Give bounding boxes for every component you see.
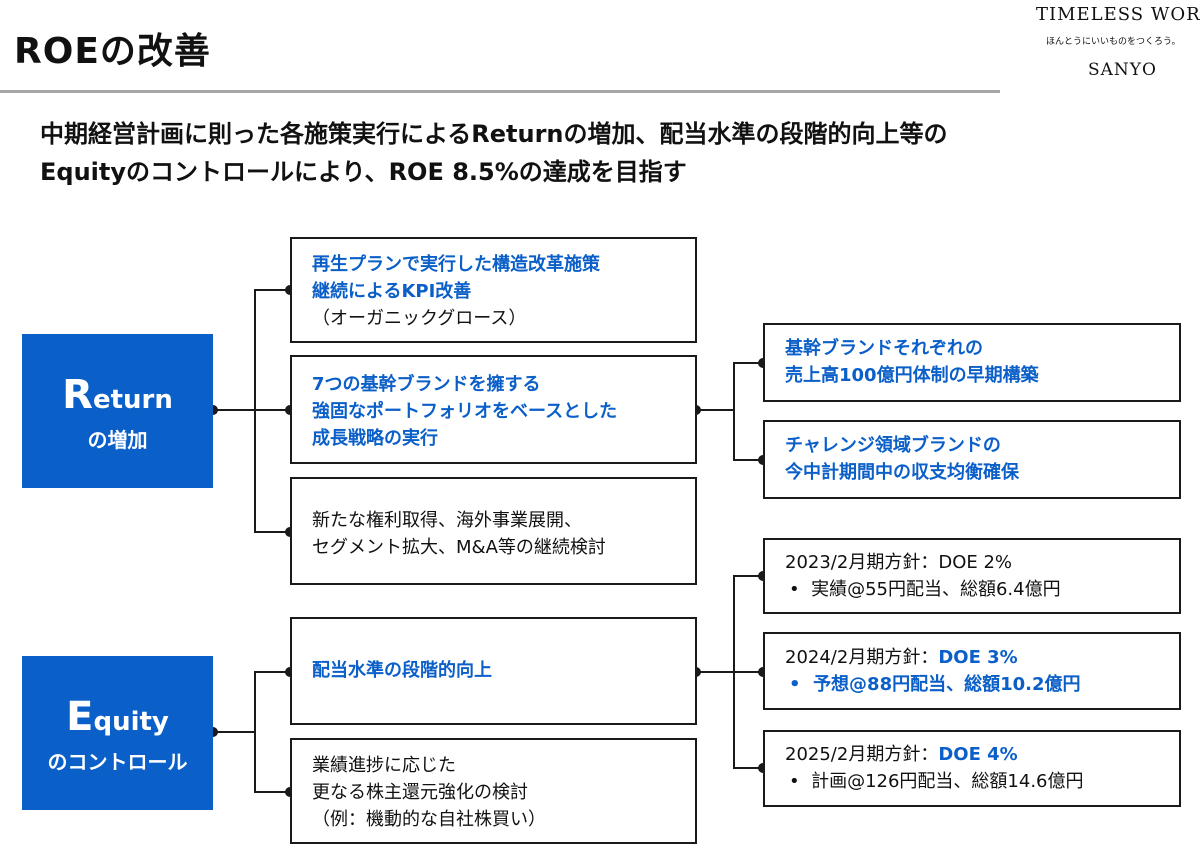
return-measure-new-initiatives: 新たな権利取得、海外事業展開、 セグメント拡大、M&A等の継続検討 xyxy=(290,477,697,585)
brand-goal-challenge: チャレンジ領域ブランドの 今中計期間中の収支均衡確保 xyxy=(763,420,1181,499)
headline: 中期経営計画に則った各施策実行によるReturnの増加、配当水準の段階的向上等の… xyxy=(40,115,948,191)
policy-detail: 実績@55円配当、総額6.4億円 xyxy=(811,579,1061,600)
connector-equity-m2 xyxy=(254,791,290,793)
page-title: ROEの改善 xyxy=(14,31,211,72)
connector-return xyxy=(213,409,255,411)
goal-line: 売上高100億円体制の早期構築 xyxy=(785,365,1039,386)
connector-equity-m1 xyxy=(254,671,290,673)
bullet: • xyxy=(789,674,801,695)
policy-label: 2023/2月期方針： xyxy=(785,552,939,573)
policy-doe: DOE 4% xyxy=(938,744,1018,765)
connector-equity-trunk xyxy=(254,671,256,793)
equity-box: Equity のコントロール xyxy=(22,656,213,810)
headline-line-2: Equityのコントロールにより、ROE 8.5%の達成を目指す xyxy=(40,158,687,186)
return-initial: R xyxy=(62,372,93,418)
connector-brand-g1 xyxy=(733,362,763,364)
equity-word: quity xyxy=(93,707,169,737)
goal-line: チャレンジ領域ブランドの xyxy=(785,435,1001,456)
measure-note: （オーガニックグロース） xyxy=(312,308,527,329)
connector-return-trunk xyxy=(254,289,256,533)
measure-note: （例：機動的な自社株買い） xyxy=(312,809,546,830)
return-measure-core-brands: 7つの基幹ブランドを擁する 強固なポートフォリオをベースとした 成長戦略の実行 xyxy=(290,355,697,464)
measure-line: 継続によるKPI改善 xyxy=(312,281,472,302)
connector-equity xyxy=(213,731,255,733)
dividend-policy-2025: 2025/2月期方針：DOE 4% • 計画@126円配当、総額14.6億円 xyxy=(763,730,1181,807)
measure-line: 7つの基幹ブランドを擁する xyxy=(312,374,541,395)
connector-return-m1 xyxy=(254,289,290,291)
policy-detail: 予想@88円配当、総額10.2億円 xyxy=(813,674,1081,695)
measure-line: 更なる株主還元強化の検討 xyxy=(312,782,528,803)
goal-line: 基幹ブランドそれぞれの xyxy=(785,338,983,359)
equity-subtitle: のコントロール xyxy=(47,750,188,774)
connector-return-m2 xyxy=(254,409,290,411)
connector-dividend-2023 xyxy=(733,575,763,577)
return-word: eturn xyxy=(92,385,173,415)
policy-doe: DOE 3% xyxy=(938,647,1018,668)
goal-line: 今中計期間中の収支均衡確保 xyxy=(785,462,1019,483)
measure-line: 強固なポートフォリオをベースとした xyxy=(312,401,618,422)
connector-dividend-2024 xyxy=(733,671,763,673)
measure-line: 成長戦略の実行 xyxy=(312,428,438,449)
measure-line: 新たな権利取得、海外事業展開、 xyxy=(312,510,582,531)
measure-line: セグメント拡大、M&A等の継続検討 xyxy=(312,537,606,558)
logo-tagline: ほんとうにいいものをつくろう。 xyxy=(1046,37,1181,47)
logo-text-sanyo: SANYO xyxy=(1088,60,1157,80)
policy-label: 2025/2月期方針： xyxy=(785,744,939,765)
logo-text-timeless-work: TIMELESS WORK. xyxy=(1036,4,1200,25)
connector-dot xyxy=(208,405,218,415)
headline-line-1: 中期経営計画に則った各施策実行によるReturnの増加、配当水準の段階的向上等の xyxy=(40,120,948,148)
connector-return-m3 xyxy=(254,531,290,533)
equity-initial: E xyxy=(66,694,94,740)
policy-label: 2024/2月期方針： xyxy=(785,647,939,668)
policy-detail: 計画@126円配当、総額14.6億円 xyxy=(811,771,1084,792)
policy-doe: DOE 2% xyxy=(938,552,1013,573)
title-divider xyxy=(0,90,1000,93)
connector-dividend xyxy=(696,671,734,673)
return-measure-structural-reform: 再生プランで実行した構造改革施策 継続によるKPI改善 （オーガニックグロース） xyxy=(290,237,697,343)
connector-brand xyxy=(696,409,734,411)
measure-line: 再生プランで実行した構造改革施策 xyxy=(312,254,600,275)
bullet: • xyxy=(789,579,800,600)
measure-line: 配当水準の段階的向上 xyxy=(312,660,492,681)
return-subtitle: の増加 xyxy=(87,428,148,452)
equity-measure-shareholder-return: 業績進捗に応じた 更なる株主還元強化の検討 （例：機動的な自社株買い） xyxy=(290,738,697,844)
connector-brand-g2 xyxy=(733,459,763,461)
company-logo: TIMELESS WORK. ほんとうにいいものをつくろう。 SANYO xyxy=(1030,4,1200,84)
brand-goal-100oku: 基幹ブランドそれぞれの 売上高100億円体制の早期構築 xyxy=(763,323,1181,402)
measure-line: 業績進捗に応じた xyxy=(312,755,456,776)
equity-measure-dividend: 配当水準の段階的向上 xyxy=(290,617,697,725)
connector-dot xyxy=(208,727,218,737)
bullet: • xyxy=(789,771,800,792)
dividend-policy-2023: 2023/2月期方針：DOE 2% • 実績@55円配当、総額6.4億円 xyxy=(763,538,1181,614)
connector-brand-trunk xyxy=(733,362,735,460)
return-box: Return の増加 xyxy=(22,334,213,488)
connector-dividend-2025 xyxy=(733,767,763,769)
dividend-policy-2024: 2024/2月期方針：DOE 3% • 予想@88円配当、総額10.2億円 xyxy=(763,632,1181,710)
